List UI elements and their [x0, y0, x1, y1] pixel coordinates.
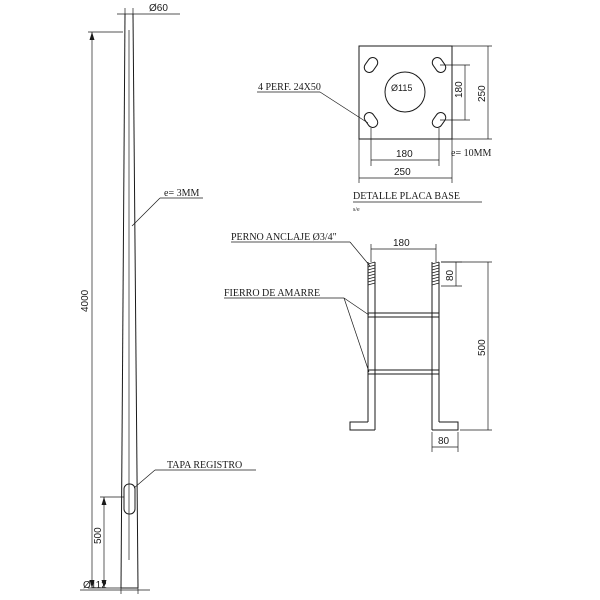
access-cover: [123, 483, 136, 515]
access-cover-label: TAPA REGISTRO: [167, 460, 242, 471]
plate-thickness-label: e= 10MM: [451, 148, 491, 159]
tie-leader-upper: [343, 297, 370, 316]
thread-left: [367, 261, 376, 286]
thickness-leader: [131, 197, 161, 227]
tie-leader-lower: [343, 297, 370, 373]
holes-label: 4 PERF. 24X50: [258, 82, 321, 93]
thread-right: [431, 261, 440, 286]
holes-leader: [319, 91, 369, 124]
pole-thickness-label: e= 3MM: [164, 188, 199, 199]
bolt-leader: [349, 241, 371, 267]
tie-bar-lower: [367, 369, 440, 375]
foot-length-label: 80: [438, 436, 450, 447]
slot-bottom-left: [363, 112, 379, 128]
pole-right-edge: [132, 13, 139, 589]
tie-label: FIERRO DE AMARRE: [224, 288, 320, 299]
plate-outline: [358, 45, 453, 140]
center-hole-label: Ø115: [391, 83, 412, 93]
thread-length-label: 80: [445, 269, 456, 281]
anchor-bolt-detail: 180 PERNO ANCLAJE Ø3/4" FIERRO DE AMARRE…: [224, 232, 492, 452]
base-diameter-label: Ø112: [83, 580, 107, 591]
bolt-spacing-label: 180: [393, 238, 410, 249]
inner-horizontal-label: 180: [396, 149, 413, 160]
bolt-right-foot: [432, 421, 459, 431]
inner-vertical-label: 180: [454, 81, 465, 98]
base-plate-detail: Ø115 4 PERF. 24X50 180 250 180 e= 10MM 2…: [257, 45, 492, 213]
tie-bar-upper: [367, 312, 440, 318]
center-hole: [384, 71, 426, 113]
access-cover-leader: [133, 469, 156, 489]
plate-title: DETALLE PLACA BASE: [353, 191, 460, 202]
slot-bottom-right: [431, 112, 447, 128]
top-diameter-label: Ø60: [149, 3, 168, 14]
bolt-left-foot: [349, 421, 375, 431]
total-length-label: 500: [477, 339, 488, 356]
slot-top-left: [363, 57, 379, 73]
outer-vertical-label: 250: [477, 85, 488, 102]
cover-height-label: 500: [93, 527, 104, 544]
bolt-label: PERNO ANCLAJE Ø3/4": [231, 232, 337, 243]
slot-top-right: [431, 57, 447, 73]
height-label: 4000: [80, 289, 91, 312]
pole-elevation: Ø60 4000 e= 3MM TAPA REGISTRO 500 Ø112: [80, 3, 256, 594]
pole-left-edge: [120, 13, 126, 589]
plate-scale: s/e: [353, 207, 360, 213]
outer-horizontal-label: 250: [394, 167, 411, 178]
